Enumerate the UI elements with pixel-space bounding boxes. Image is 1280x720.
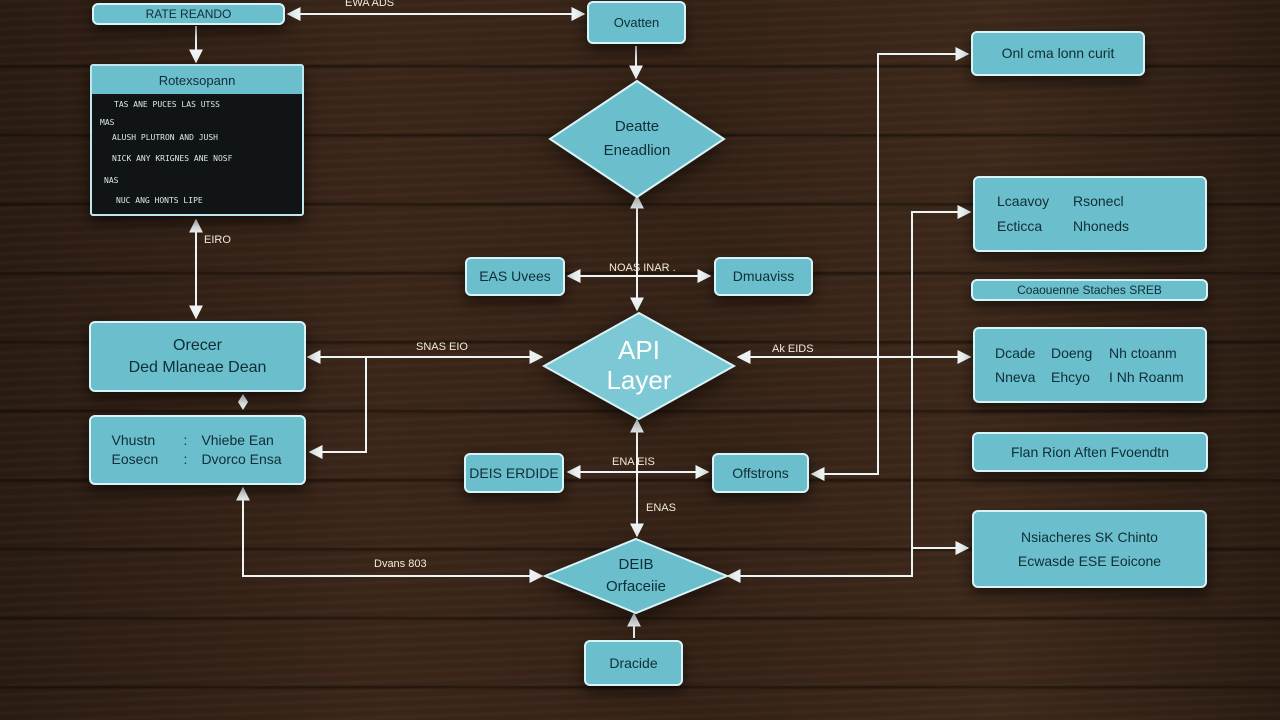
left-lower-row: Vhustn : Vhiebe Ean [112,431,284,450]
pill-right-bottom-label: Offstrons [732,464,789,481]
edge-label-lower-pills: ENA EIS [612,456,655,468]
left-lower-value: Vhiebe Ean [201,432,274,449]
right-box-2-value: Nhoneds [1073,218,1130,234]
ovatten-box-label: Ovatten [613,14,660,30]
right-box-5-label: Flan Rion Aften Fvoendtn [1011,443,1169,460]
bottom-box[interactable]: Dracide [584,640,683,686]
decision-diamond-bottom[interactable] [542,537,730,615]
api-layer-diamond[interactable] [541,311,737,421]
right-box-2-key: Ecticca [997,218,1043,234]
right-box-2-row: Ecticca Nhoneds [997,214,1129,239]
right-box-4-cell: Dcade [995,344,1036,361]
right-box-1-label: Onl cma lonn curit [1001,45,1115,62]
right-box-6-line: Nsiacheres SK Chinto [1021,528,1158,545]
right-box-2-key: Lcaavoy [997,192,1050,209]
right-box-6-line: Ecwasde ESE Eoicone [1017,553,1162,569]
terminal-line: NAS [104,176,119,185]
api-layer-line: API [618,335,660,366]
pill-right-top-label: Dmuaviss [732,268,795,285]
diamond-bottom-line: DEIB [618,555,654,573]
terminal-line: MAS [100,118,115,127]
pill-left-top[interactable]: EAS Uvees [465,257,565,296]
left-lower-key: Eosecn [111,451,159,467]
edge-label-data: Dvans 803 [374,558,427,570]
pill-left-top-label: EAS Uvees [479,268,551,285]
ovatten-box[interactable]: Ovatten [587,1,686,44]
rate-box-label: RATE REANDO [145,6,232,21]
terminal-line: NICK ANY KRIGNES ANE NOSF [112,154,233,163]
right-box-4[interactable]: Dcade Doeng Nh ctoanm Nneva Ehcyo I Nh R… [973,327,1207,403]
diamond-top-line: Deatte [614,118,660,135]
right-bar-3[interactable]: Coaouenne Staches SREB [971,279,1208,301]
pill-right-bottom[interactable]: Offstrons [712,453,809,493]
pill-left-bottom[interactable]: DEIS ERDIDE [464,453,564,493]
pill-left-bottom-label: DEIS ERDIDE [469,464,559,481]
right-box-2-row: Lcaavoy Rsonecl [997,189,1124,214]
right-box-4-row: Dcade Doeng Nh ctoanm [995,341,1177,366]
edge-label-terminal: EIRO [204,234,231,246]
api-layer-line: Layer [606,365,672,395]
terminal-line: TAS ANE PUCES LAS UTSS [114,100,220,109]
pill-right-top[interactable]: Dmuaviss [714,257,813,296]
right-box-6[interactable]: Nsiacheres SK Chinto Ecwasde ESE Eoicone [972,510,1207,588]
right-box-4-cell: Nneva [995,369,1036,385]
left-lower-key: Vhustn [111,432,156,449]
rate-box[interactable]: RATE REANDO [92,3,285,25]
bottom-box-label: Dracide [609,654,658,671]
decision-diamond-top-label: Deatte Eneadlion [549,80,725,198]
edge-label-api-right: Ak EIDS [772,343,814,355]
edge-label-top-pills: NOAS INAR . [609,262,676,274]
terminal-title: Rotexsopann [92,66,302,94]
right-box-4-cell: Ehcyo [1051,369,1090,385]
left-lower-box[interactable]: Vhustn : Vhiebe Ean Eosecn : Dvorco Ensa [89,415,306,485]
right-box-4-row: Nneva Ehcyo I Nh Roanm [995,365,1184,390]
diamond-bottom-line: Orfaceiie [605,578,667,595]
terminal-line: ALUSH PLUTRON AND JUSH [112,133,218,142]
left-center-box[interactable]: Orecer Ded Mlaneae Dean [89,321,306,392]
right-box-4-cell: Doeng [1051,344,1093,361]
right-box-1[interactable]: Onl cma lonn curit [971,31,1145,76]
left-lower-sep: : [183,432,188,449]
right-bar-3-label: Coaouenne Staches SREB [1017,282,1162,297]
api-layer-label: API Layer [543,312,735,420]
terminal-panel: Rotexsopann TAS ANE PUCES LAS UTSS MAS A… [90,64,304,216]
terminal-line: NUC ANG HONTS LIPE [116,196,203,205]
edge-label-top: EWA ADS [345,0,395,9]
right-box-2-value: Rsonecl [1073,192,1124,209]
decision-diamond-bottom-label: DEIB Orfaceiie [544,538,728,614]
right-box-2[interactable]: Lcaavoy Rsonecl Ecticca Nhoneds [973,176,1207,252]
left-center-box-line: Ded Mlaneae Dean [128,358,267,376]
diamond-top-line: Eneadlion [603,142,671,159]
decision-diamond-top[interactable] [548,79,726,199]
right-box-4-cell: I Nh Roanm [1109,369,1184,385]
left-center-box-line: Orecer [173,336,222,354]
left-lower-sep: : [183,451,188,467]
edge-label-vertical: ENAS [646,502,676,514]
right-box-5[interactable]: Flan Rion Aften Fvoendtn [972,432,1208,472]
edge-label-api-left: SNAS EIO [416,341,468,353]
left-lower-value: Dvorco Ensa [201,451,282,467]
left-lower-row: Eosecn : Dvorco Ensa [112,450,284,469]
right-box-4-cell: Nh ctoanm [1109,344,1177,361]
